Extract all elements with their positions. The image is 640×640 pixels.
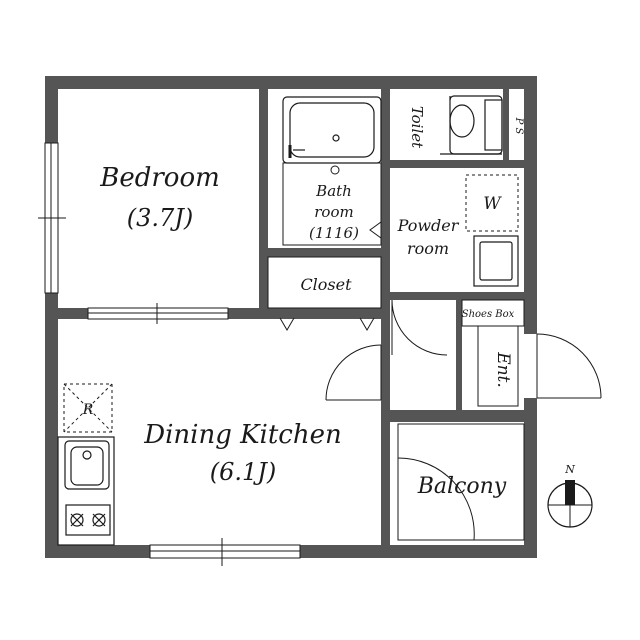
bath-label-line1: Bath [315, 182, 352, 200]
bath-label-line2: room [314, 203, 353, 221]
ps-label: P S [513, 117, 524, 135]
refrigerator-space [63, 383, 113, 433]
entrance-area [461, 299, 525, 407]
toilet-label: Toilet [408, 106, 426, 149]
balcony-area [397, 423, 525, 541]
powder-room-label-line2: room [407, 239, 449, 258]
toilet-fixture [440, 95, 503, 155]
bathtub [282, 96, 382, 164]
bath-size: (1116) [309, 224, 359, 242]
closet-area [267, 256, 382, 331]
shoes-box-label: Shoes Box [462, 309, 515, 320]
bedroom-size: (3.7J) [127, 204, 194, 232]
compass-north-label: N [564, 463, 575, 476]
kitchen-counter [57, 436, 115, 546]
powder-room-label-line1: Powder [397, 216, 460, 235]
balcony-label: Balcony [417, 474, 507, 499]
bedroom-label: Bedroom [99, 163, 220, 193]
washer-area [465, 174, 519, 232]
windows [38, 142, 301, 566]
dining-kitchen-size: (6.1J) [210, 458, 277, 486]
refrigerator-label: R [82, 402, 94, 418]
entrance-label: Ent. [493, 351, 513, 388]
dining-kitchen-label: Dining Kitchen [143, 420, 342, 450]
doors [325, 299, 602, 541]
north-compass: N [547, 463, 593, 528]
washer-label: W [483, 194, 502, 214]
bath-area-outline [282, 162, 382, 246]
powder-sink [473, 235, 519, 287]
gas-stove [65, 504, 111, 536]
closet-label: Closet [300, 275, 352, 294]
